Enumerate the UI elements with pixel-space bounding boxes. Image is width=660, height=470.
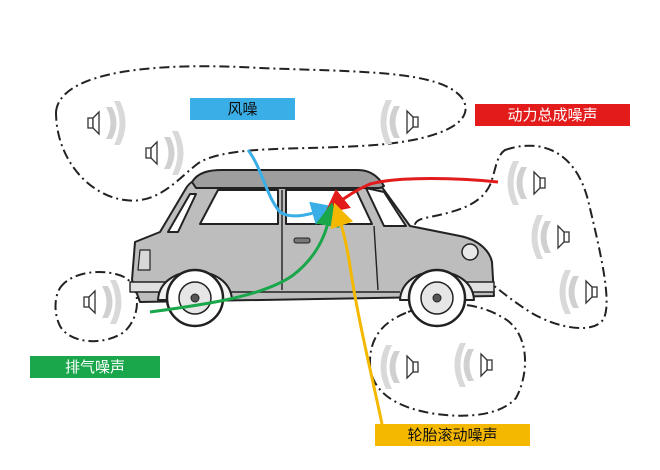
- tire-noise-arrow: [330, 202, 384, 425]
- powertrain-label-box: [475, 104, 630, 126]
- tire-speaker-2-icon: [454, 343, 493, 387]
- powertrain-speaker-2-icon: [531, 215, 570, 259]
- exhaust-noise-arrow: [149, 202, 340, 314]
- wind-speaker-2-icon: [145, 131, 184, 175]
- powertrain-speaker-1-icon: [507, 161, 546, 205]
- wind-speaker-1-icon: [87, 101, 126, 145]
- powertrain-noise-region: [413, 144, 608, 329]
- powertrain-speaker-3-icon: [559, 270, 598, 314]
- wind-label-box: [190, 98, 295, 120]
- wind-noise-region: [54, 65, 467, 202]
- tire-noise-label: 轮胎滚动噪声: [407, 426, 498, 444]
- exhaust-noise-label: 排气噪声: [64, 358, 125, 376]
- powertrain-noise-label: 动力总成噪声: [507, 106, 598, 124]
- powertrain-noise-arrow: [324, 177, 499, 214]
- exhaust-speaker-icon: [83, 280, 122, 324]
- exhaust-label-box: [30, 356, 160, 378]
- wind-speaker-3-icon: [380, 100, 419, 144]
- car-illustration: [129, 169, 495, 328]
- exhaust-noise-region: [54, 271, 139, 343]
- tire-speaker-1-icon: [380, 345, 419, 389]
- wind-noise-label: 风噪: [227, 100, 258, 118]
- tire-label-box: [375, 424, 530, 446]
- wind-noise-arrow: [246, 149, 336, 225]
